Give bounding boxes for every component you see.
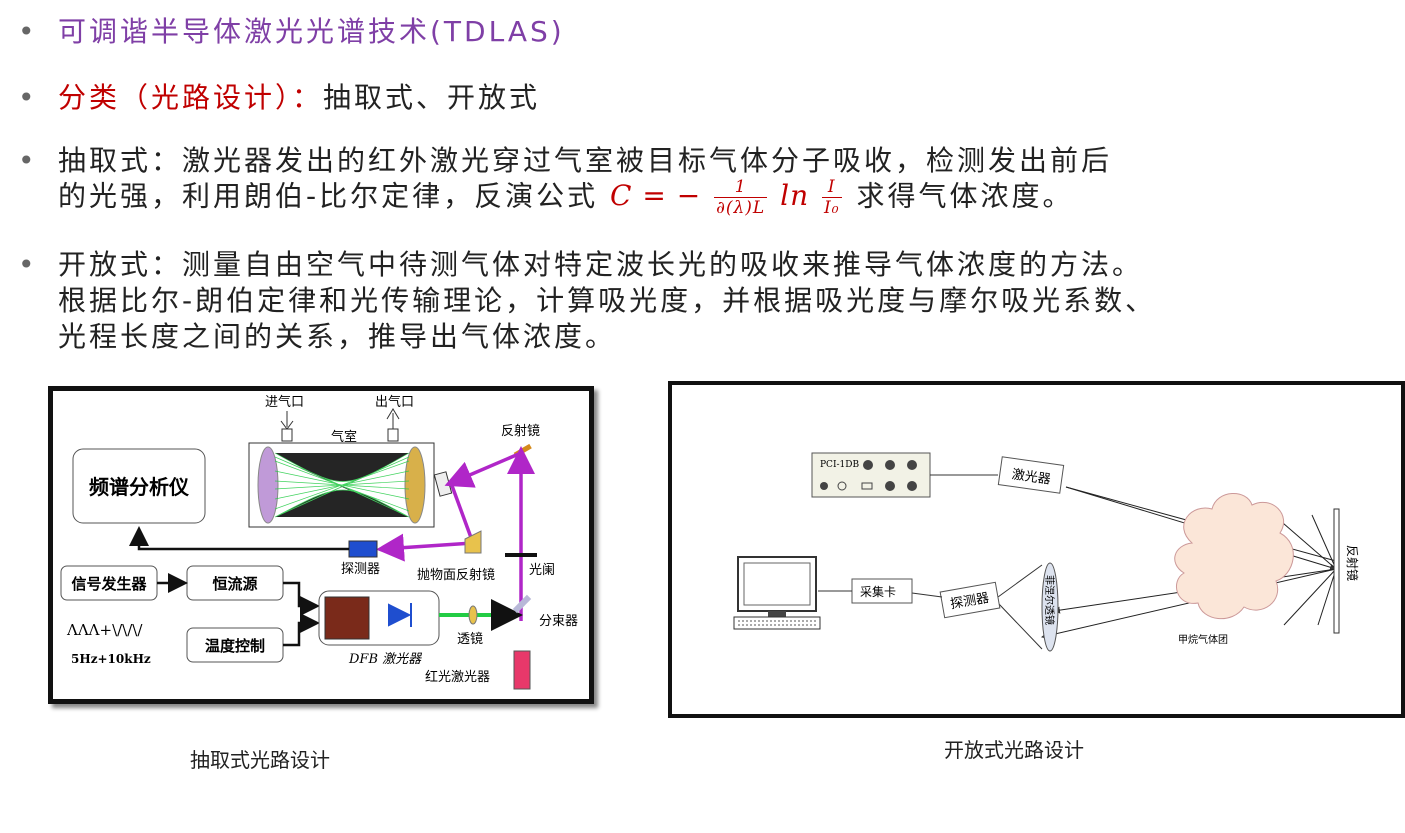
formula-ln: ln [780, 179, 810, 212]
extractive-line1: 抽取式：激光器发出的红外激光穿过气室被目标气体分子吸收，检测发出前后 [58, 144, 1113, 177]
lens-label: 透镜 [457, 632, 483, 647]
multipass-beams [274, 452, 410, 518]
inlet-label: 进气口 [265, 394, 304, 410]
pci-label: PCI-1DB [820, 460, 859, 470]
frac2-den: I₀ [824, 198, 840, 218]
bullet-dot: • [18, 248, 38, 281]
dfb-chip [324, 596, 370, 640]
bullet-open: • 开放式：测量自由空气中待测气体对特定波长光的吸收来推导气体浓度的方法。 根据… [18, 247, 1156, 355]
outlet-arrow [386, 408, 400, 431]
waveform: ΛΛΛ+\/\/\/ [66, 621, 143, 639]
beam-splitter [512, 594, 532, 614]
red-laser [513, 650, 531, 690]
keyboard [733, 616, 821, 630]
bullet-classification: • 分类（光路设计）：抽取式、开放式 [18, 80, 540, 116]
shutter [505, 553, 537, 557]
diode-icon [388, 603, 412, 627]
detector-label: 探测器 [341, 562, 380, 577]
parabolic-mirror [464, 530, 482, 554]
temp-ctrl-label: 温度控制 [205, 637, 265, 655]
frac1-num: 1 [714, 177, 768, 198]
inlet-arrow [280, 411, 294, 430]
reflector [1333, 508, 1340, 634]
methane-cloud [1174, 493, 1294, 620]
laser-label: 激光器 [1011, 467, 1052, 487]
extractive-diagram-svg: 进气口 出气口 气室 频谱分析仪 反射镜 探测器 抛物面反射镜 [60, 394, 578, 690]
outlet-label: 出气口 [375, 394, 414, 410]
bullet-dot: • [18, 81, 38, 114]
formula-lhs: C = − [610, 179, 702, 212]
open-path-diagram: PCI-1DB 激光器 甲烷气体团 反射镜 菲涅尔透镜 探测器 采集卡 [668, 381, 1405, 718]
analyzer-label: 频谱分析仪 [89, 475, 190, 499]
mirror-label: 反射镜 [501, 423, 540, 439]
spectrum-analyzer-box [72, 448, 206, 524]
fresnel-label: 菲涅尔透镜 [1043, 575, 1056, 625]
acq-label: 采集卡 [860, 584, 896, 599]
cell-mirror-right [404, 446, 426, 524]
freq-label: 5Hz+10kHz [71, 652, 151, 666]
classification-value: 抽取式、开放式 [323, 81, 541, 114]
detector [348, 540, 378, 558]
open-line3: 光程长度之间的关系，推导出气体浓度。 [58, 320, 617, 353]
bullet-text: 可调谐半导体激光光谱技术(TDLAS) [58, 15, 565, 48]
formula-frac1: 1∂(λ)L [714, 177, 768, 218]
extractive-line2-post: 求得气体浓度。 [856, 179, 1074, 213]
bullet-extractive: • 抽取式：激光器发出的红外激光穿过气室被目标气体分子吸收，检测发出前后 的光强… [18, 144, 1113, 219]
detector-label-2: 探测器 [949, 591, 990, 613]
splitter-label: 分束器 [539, 614, 578, 629]
reflector-label: 反射镜 [1345, 545, 1360, 581]
open-line1: 开放式：测量自由空气中待测气体对特定波长光的吸收来推导气体浓度的方法。 [58, 248, 1144, 281]
fresnel-lens [1041, 562, 1059, 652]
current-src-label: 恒流源 [212, 575, 257, 593]
red-laser-label: 红光激光器 [425, 669, 490, 685]
classification-label: 分类（光路设计）： [58, 81, 324, 114]
signal-to-analyzer [129, 526, 349, 551]
frac2-num: I [822, 177, 842, 198]
signal-gen-label: 信号发生器 [71, 575, 147, 593]
extractive-diagram: 进气口 出气口 气室 频谱分析仪 反射镜 探测器 抛物面反射镜 [48, 386, 594, 704]
lens [468, 605, 478, 625]
shutter-label: 光阑 [529, 563, 555, 578]
laser-box [997, 456, 1065, 494]
bullet-tdlas: • 可调谐半导体激光光谱技术(TDLAS) [18, 14, 565, 50]
cell-mirror-left [257, 446, 279, 524]
cloud-label: 甲烷气体团 [1178, 633, 1228, 646]
laser-beam-path [376, 446, 535, 621]
open-path-diagram-svg: PCI-1DB 激光器 甲烷气体团 反射镜 菲涅尔透镜 探测器 采集卡 [733, 452, 1360, 652]
bullet-dot: • [18, 15, 38, 48]
dfb-label: DFB 激光器 [348, 652, 422, 667]
parabolic-label: 抛物面反射镜 [417, 567, 495, 583]
caption-extractive: 抽取式光路设计 [190, 748, 330, 772]
caption-open: 开放式光路设计 [944, 738, 1084, 762]
gas-cell-label: 气室 [331, 429, 357, 445]
open-line2: 根据比尔-朗伯定律和光传输理论，计算吸光度，并根据吸光度与摩尔吸光系数、 [58, 284, 1157, 317]
detector-box [939, 581, 1001, 619]
extractive-line2-pre: 的光强，利用朗伯-比尔定律，反演公式 [58, 179, 599, 213]
frac1-den: ∂(λ)L [716, 198, 766, 218]
bullet-dot: • [18, 144, 38, 177]
